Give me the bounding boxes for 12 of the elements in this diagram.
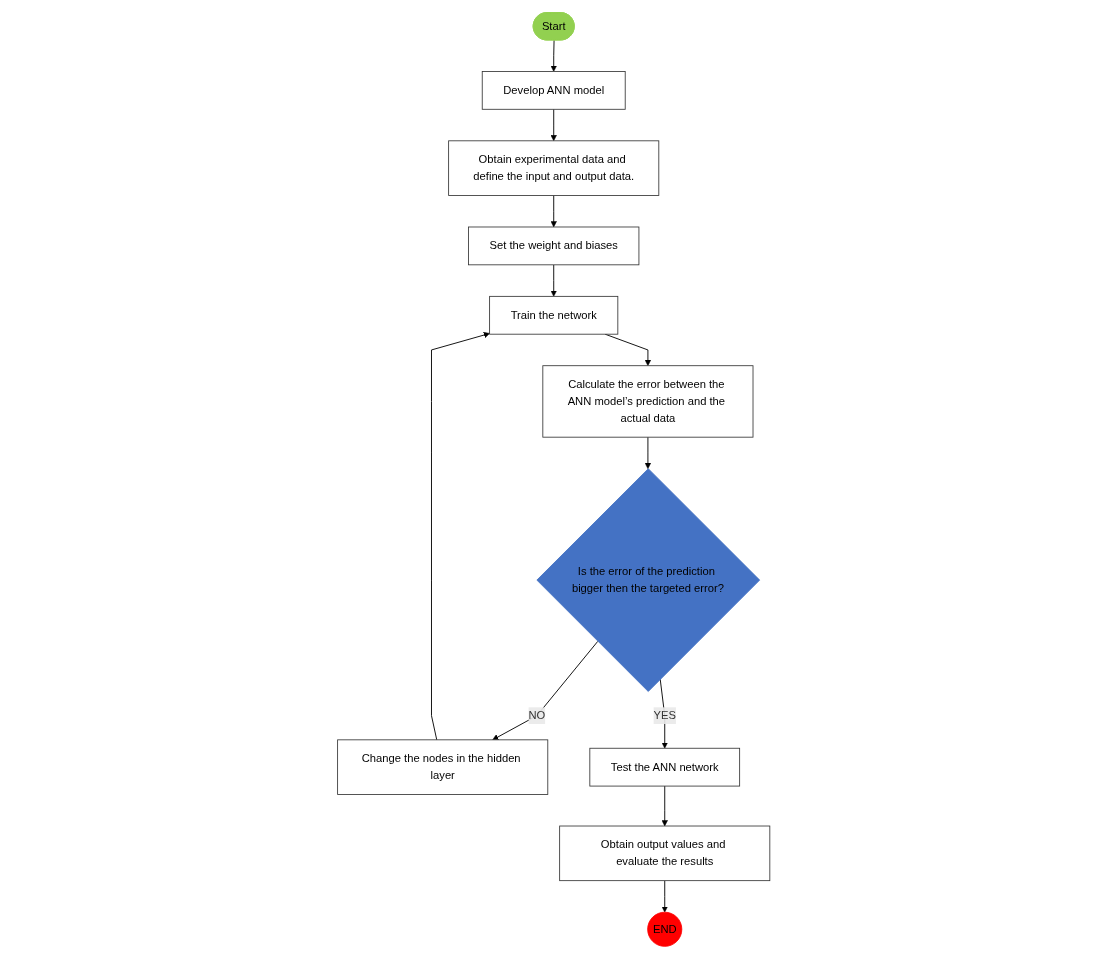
node-box: Set the weight and biases: [468, 226, 640, 266]
edge-label: NO: [528, 709, 546, 722]
node-box: Train the network: [489, 295, 619, 335]
node-box: Obtain experimental data and define the input and output data.: [448, 140, 660, 196]
node-box: Change the nodes in the hidden layer: [337, 739, 549, 795]
node-circle: END: [647, 911, 683, 947]
node-diamond: Is the error of the prediction bigger then the targeted error?: [536, 468, 761, 692]
node-box: Test the ANN network: [589, 747, 741, 787]
node-box: Develop ANN model: [482, 71, 626, 110]
edge-label: YES: [653, 709, 677, 722]
node-box: Obtain output values and evaluate the results: [559, 825, 771, 882]
node-box: Calculate the error between the ANN model’s prediction and the actual data: [542, 365, 754, 438]
